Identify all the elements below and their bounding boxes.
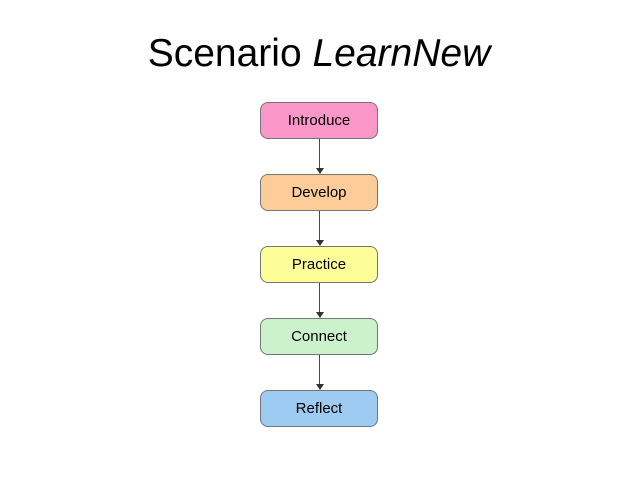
step-label: Reflect — [295, 400, 343, 417]
arrowhead-down-icon — [315, 312, 324, 318]
flowchart-step-practice: Practice — [260, 246, 378, 283]
arrow-down-connector — [314, 283, 325, 318]
flowchart: Introduce Develop Practice Connect — [260, 102, 378, 427]
slide-title: Scenario LearnNew — [0, 32, 638, 76]
connector-line — [318, 211, 320, 241]
arrowhead-down-icon — [315, 384, 324, 390]
step-label: Develop — [291, 184, 347, 201]
step-label: Connect — [291, 328, 347, 345]
step-label: Practice — [291, 256, 347, 273]
arrowhead-down-icon — [315, 240, 324, 246]
arrow-down-connector — [314, 355, 325, 390]
arrow-down-connector — [314, 139, 325, 174]
title-text-regular: Scenario — [147, 32, 313, 75]
flowchart-step-introduce: Introduce — [260, 102, 378, 139]
step-label: Introduce — [287, 112, 351, 129]
flowchart-step-develop: Develop — [260, 174, 378, 211]
connector-line — [318, 139, 320, 169]
flowchart-step-connect: Connect — [260, 318, 378, 355]
flowchart-step-reflect: Reflect — [260, 390, 378, 427]
connector-line — [318, 283, 320, 313]
title-text-italic: LearnNew — [312, 32, 491, 75]
connector-line — [318, 355, 320, 385]
arrowhead-down-icon — [315, 168, 324, 174]
arrow-down-connector — [314, 211, 325, 246]
